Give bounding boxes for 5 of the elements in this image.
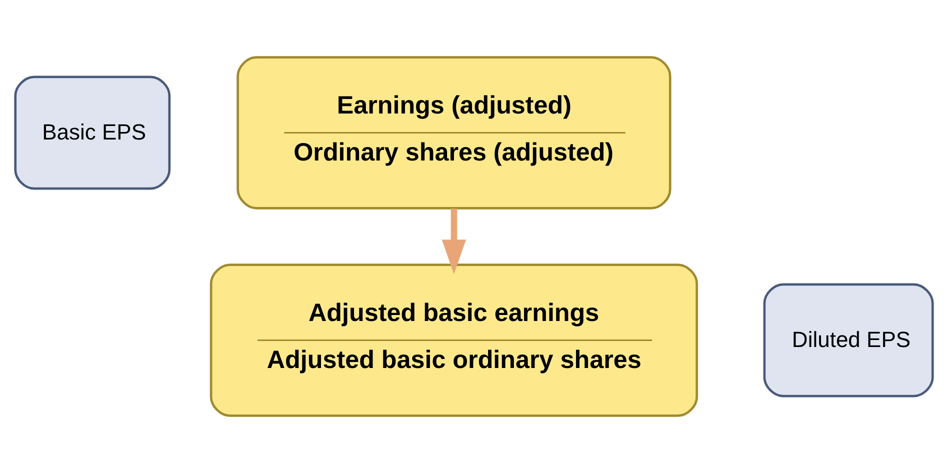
arrow: [442, 208, 466, 274]
node-box: Earnings (adjusted) Ordinary shares (adjusted): [236, 56, 672, 210]
node-box: Adjusted basic earnings Adjusted basic ordinary shares: [210, 264, 698, 417]
node-box: Basic EPS: [14, 76, 171, 190]
node-box: Diluted EPS: [763, 283, 934, 398]
